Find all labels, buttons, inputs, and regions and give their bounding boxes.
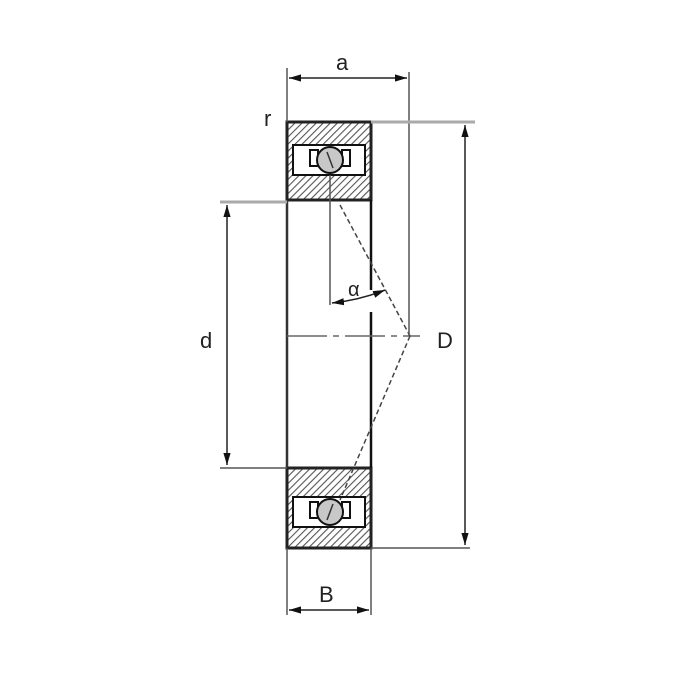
bottom-section	[285, 466, 373, 550]
top-section	[285, 120, 373, 202]
label-r: r	[264, 106, 271, 131]
label-a: a	[336, 50, 349, 75]
label-B: B	[319, 582, 334, 607]
label-D: D	[437, 328, 453, 353]
label-d: d	[200, 328, 212, 353]
label-alpha: α	[348, 279, 360, 301]
